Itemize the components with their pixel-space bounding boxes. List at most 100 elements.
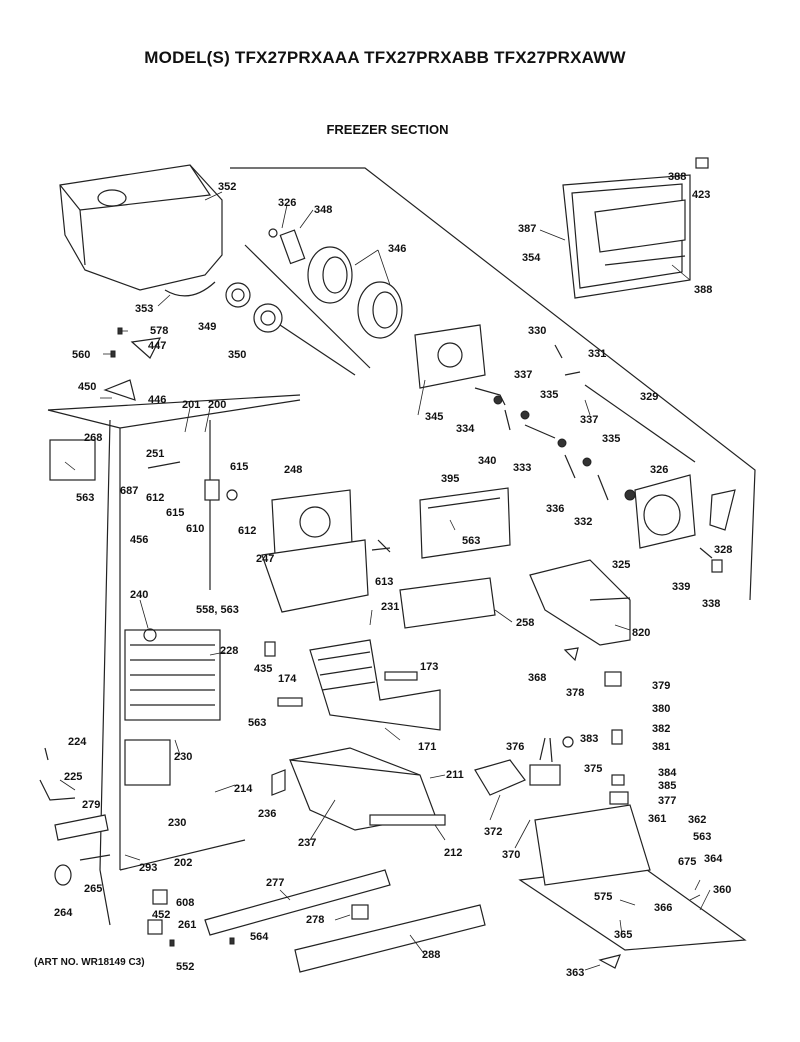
callout-385: 385 <box>658 780 676 792</box>
lever-336 <box>564 454 576 479</box>
callout-376: 376 <box>506 741 524 753</box>
callout-335b: 335 <box>602 433 620 445</box>
callout-563: 563 <box>76 492 94 504</box>
callout-370: 370 <box>502 849 520 861</box>
callout-575: 575 <box>594 891 612 903</box>
callout-375: 375 <box>584 763 602 775</box>
housing-268 <box>49 439 96 481</box>
rail-279 <box>54 814 109 841</box>
callout-228: 228 <box>220 645 238 657</box>
callout-247: 247 <box>256 553 274 565</box>
callout-335: 335 <box>540 389 558 401</box>
bushing-335b <box>582 457 592 467</box>
section-title: FREEZER SECTION <box>326 122 449 137</box>
callout-362: 362 <box>688 814 706 826</box>
callout-552: 552 <box>176 961 194 973</box>
callout-173: 173 <box>420 661 438 673</box>
callout-237: 237 <box>298 837 316 849</box>
callout-612b: 612 <box>238 525 256 537</box>
callout-388b: 388 <box>694 284 712 296</box>
callout-364: 364 <box>704 853 723 865</box>
part-370 <box>529 764 561 786</box>
callout-354: 354 <box>522 252 541 264</box>
callout-380: 380 <box>652 703 670 715</box>
lever-332 <box>597 474 609 501</box>
callout-236: 236 <box>258 808 276 820</box>
callout-687: 687 <box>120 485 138 497</box>
callout-608: 608 <box>176 897 194 909</box>
washer-326 <box>268 228 278 238</box>
callout-336: 336 <box>546 503 564 515</box>
callout-563d: 563 <box>693 831 711 843</box>
spring-330 <box>554 344 563 359</box>
callout-225: 225 <box>64 771 82 783</box>
callout-363: 363 <box>566 967 584 979</box>
callout-360: 360 <box>713 884 731 896</box>
callout-278: 278 <box>306 914 324 926</box>
callout-387: 387 <box>518 223 536 235</box>
callout-251: 251 <box>146 448 164 460</box>
callout-326b: 326 <box>650 464 668 476</box>
callout-337b: 337 <box>580 414 598 426</box>
lever-333 <box>524 424 556 439</box>
callout-338: 338 <box>702 598 720 610</box>
callout-612: 612 <box>146 492 164 504</box>
callout-613: 613 <box>375 576 393 588</box>
callout-563c: 563 <box>248 717 266 729</box>
basket-171 <box>309 639 441 731</box>
callout-610: 610 <box>186 523 204 535</box>
callout-200: 200 <box>208 399 226 411</box>
part-225 <box>39 779 76 801</box>
callout-258: 258 <box>516 617 534 629</box>
callout-labels: 352 326 348 346 388 423 387 354 388 353 … <box>54 171 732 979</box>
callout-230: 230 <box>174 751 192 763</box>
part-264 <box>54 864 72 886</box>
part-384 <box>611 774 625 786</box>
callout-365: 365 <box>614 929 632 941</box>
callout-224: 224 <box>68 736 87 748</box>
part-368 <box>563 647 579 662</box>
callout-388: 388 <box>668 171 686 183</box>
callout-230b: 230 <box>168 817 186 829</box>
fan-housing-248 <box>261 489 369 613</box>
callout-339: 339 <box>672 581 690 593</box>
callout-452: 452 <box>152 909 170 921</box>
callout-382: 382 <box>652 723 670 735</box>
callout-332: 332 <box>574 516 592 528</box>
part-278 <box>351 904 369 920</box>
lever-340 <box>504 409 511 431</box>
callout-171: 171 <box>418 741 436 753</box>
bracket-612 <box>147 461 181 469</box>
callout-395: 395 <box>441 473 459 485</box>
callout-214: 214 <box>234 783 253 795</box>
callout-384: 384 <box>658 767 677 779</box>
callout-563b: 563 <box>462 535 480 547</box>
callout-558-563: 558, 563 <box>196 604 239 616</box>
bracket-446 <box>103 379 136 401</box>
part-610 <box>204 479 220 501</box>
callout-615: 615 <box>230 461 248 473</box>
bushing-335 <box>520 410 530 420</box>
rail-212 <box>369 814 446 826</box>
art-number: (ART NO. WR18149 C3) <box>34 957 145 968</box>
motor-325 <box>624 474 696 549</box>
callout-326: 326 <box>278 197 296 209</box>
part-379 <box>604 671 622 687</box>
part-338 <box>711 559 723 573</box>
callout-202: 202 <box>174 857 192 869</box>
callout-615b: 615 <box>166 507 184 519</box>
callout-333: 333 <box>513 462 531 474</box>
part-240 <box>143 628 157 642</box>
callout-456: 456 <box>130 534 148 546</box>
auger-drive-350 <box>253 303 356 376</box>
callout-340: 340 <box>478 455 496 467</box>
pin-339 <box>699 547 713 559</box>
callout-675: 675 <box>678 856 696 868</box>
arm-334 <box>474 387 506 406</box>
callout-211: 211 <box>446 769 464 781</box>
callout-349: 349 <box>198 321 216 333</box>
callout-820: 820 <box>632 627 650 639</box>
callout-288: 288 <box>422 949 440 961</box>
cabinet-outline <box>230 167 756 601</box>
callout-361: 361 <box>648 813 666 825</box>
